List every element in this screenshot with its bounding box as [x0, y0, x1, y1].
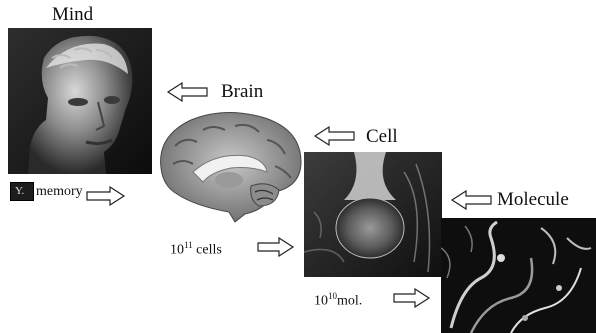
cell-label: Cell [366, 127, 398, 146]
left-arrow-icon [166, 82, 208, 102]
left-arrow-icon [313, 126, 355, 146]
mind-label: Mind [52, 5, 93, 24]
molecule-count-label: 1010mol. [314, 292, 362, 309]
right-arrow-icon [257, 237, 295, 257]
molecule-image [441, 218, 596, 333]
mind-head-image [8, 28, 152, 174]
cells-count-label: 1011 cells [170, 241, 222, 258]
right-arrow-icon [86, 186, 126, 206]
left-arrow-icon [450, 190, 492, 210]
brain-image [155, 106, 305, 224]
right-arrow-icon [393, 288, 431, 308]
molecule-label: Molecule [497, 190, 569, 209]
cell-micrograph-image [304, 152, 442, 277]
brain-label: Brain [221, 82, 263, 101]
memory-label: memory [36, 185, 83, 199]
memory-badge: Y. [10, 182, 34, 201]
